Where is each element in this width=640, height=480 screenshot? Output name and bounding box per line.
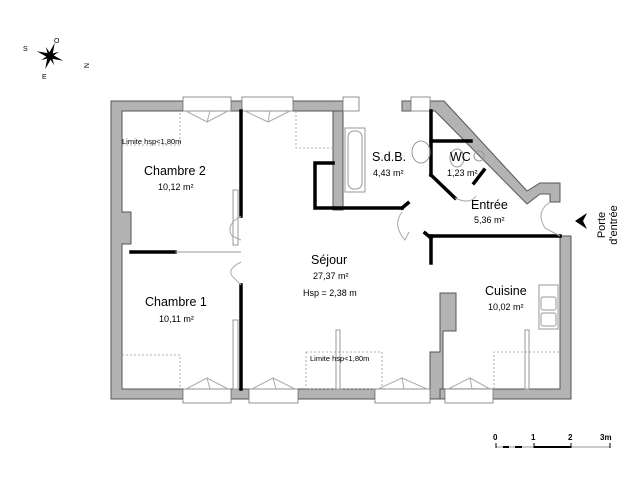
chambre2-area: 10,12 m² — [158, 182, 194, 192]
wc-name: WC — [450, 150, 471, 164]
entree-name: Entrée — [471, 198, 508, 212]
scale-bar — [495, 443, 611, 448]
height-limit-lines — [122, 111, 560, 390]
entrance-arrow-icon — [575, 213, 587, 229]
interior-walls — [129, 109, 562, 391]
entree-area: 5,36 m² — [474, 215, 505, 225]
windows — [182, 96, 494, 404]
compass-south-label: S — [23, 46, 28, 53]
exterior-walls — [110, 100, 572, 400]
sejour-area: 27,37 m² — [313, 271, 349, 281]
compass-north-label: N — [82, 62, 90, 69]
chambre1-area: 10,11 m² — [159, 314, 194, 324]
chambre2-name: Chambre 2 — [144, 164, 206, 178]
entrance-label-line1: Porte — [596, 211, 608, 239]
fixtures — [232, 127, 559, 390]
compass-west-label: O — [54, 38, 60, 45]
sejour-limit-note: Limite hsp<1,80m — [310, 354, 370, 363]
scale-tick-0: 0 — [493, 433, 498, 442]
entrance-label-line2: d'entrée — [608, 205, 620, 245]
chambre2-limit-note: Limite hsp<1,80m — [122, 137, 182, 146]
entrance-label: Porte d'entrée — [596, 195, 620, 255]
sdb-name: S.d.B. — [372, 150, 407, 164]
compass-east-label: E — [42, 74, 47, 81]
scale-tick-3: 3m — [600, 433, 612, 442]
cuisine-name: Cuisine — [485, 284, 527, 298]
sejour-height: Hsp = 2,38 m — [303, 288, 357, 298]
cuisine-area: 10,02 m² — [488, 302, 524, 312]
sdb-area: 4,43 m² — [373, 168, 404, 178]
compass-rose-icon — [36, 42, 64, 70]
wc-area: 1,23 m² — [447, 168, 478, 178]
scale-tick-1: 1 — [531, 433, 536, 442]
sejour-name: Séjour — [311, 253, 348, 267]
chambre1-name: Chambre 1 — [145, 295, 207, 309]
scale-tick-2: 2 — [568, 433, 573, 442]
